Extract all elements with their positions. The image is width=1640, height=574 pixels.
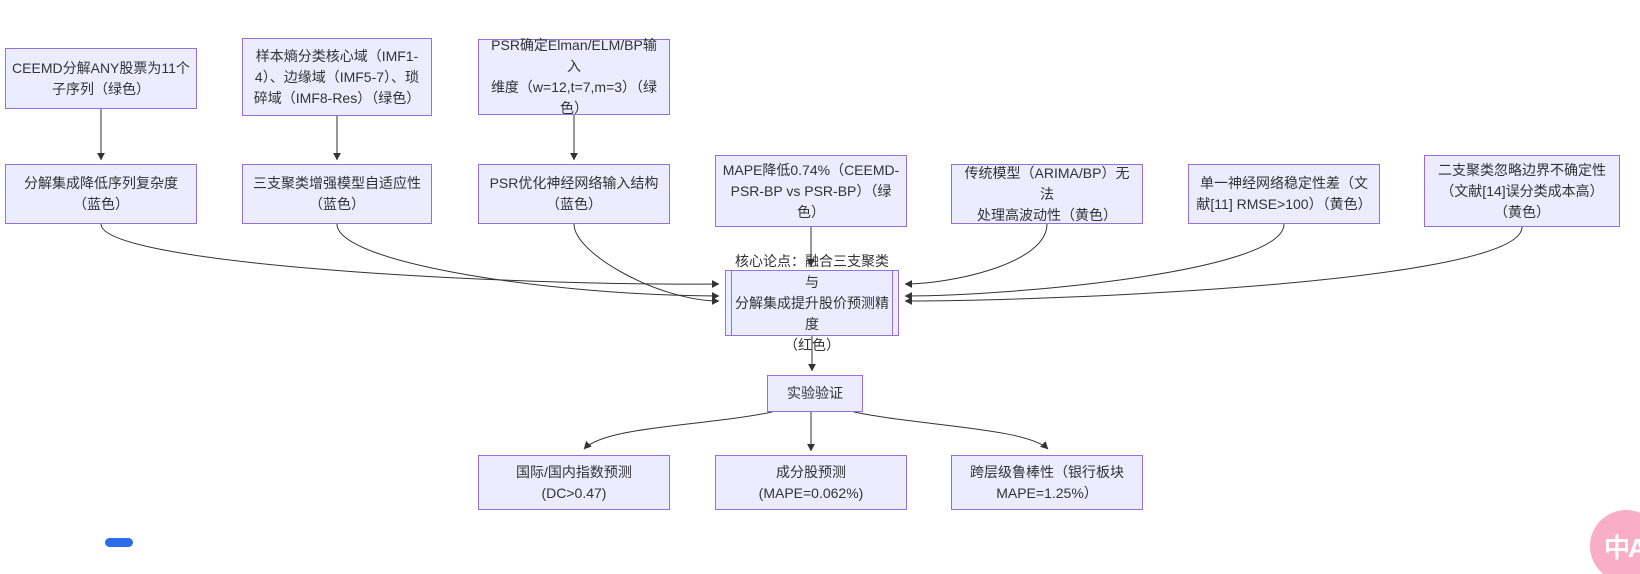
edge-F-CORE: [573, 223, 720, 305]
edge-J-CORE: [904, 226, 1523, 305]
blue-pill-indicator[interactable]: [105, 538, 133, 547]
edge-EXP-M: [853, 411, 1049, 450]
node-core-thesis: 核心论点：融合三支聚类与 分解集成提升股价预测精度 （红色）: [725, 253, 899, 353]
edge-EXP-K: [583, 411, 773, 450]
node-two-way-clustering-limitation: 二支聚类忽略边界不确定性 （文献[14]误分类成本高） （黄色）: [1424, 155, 1620, 227]
edge-D-CORE: [100, 223, 720, 289]
node-cross-level-robustness: 跨层级鲁棒性（银行板块 MAPE=1.25%）: [951, 455, 1143, 510]
node-traditional-model-limitation: 传统模型（ARIMA/BP）无法 处理高波动性（黄色）: [951, 164, 1143, 224]
node-experiment-validation: 实验验证: [767, 375, 863, 412]
node-decomposition-reduces-complexity: 分解集成降低序列复杂度 （蓝色）: [5, 164, 197, 224]
node-sample-entropy-domains: 样本熵分类核心域（IMF1- 4）、边缘域（IMF5-7）、琐 碎域（IMF8-…: [242, 38, 432, 116]
edge-I-CORE: [904, 223, 1285, 300]
node-psr-optimizes-input-structure: PSR优化神经网络输入结构 （蓝色）: [478, 164, 670, 224]
node-psr-input-dimension: PSR确定Elman/ELM/BP输入 维度（w=12,t=7,m=3）（绿 色…: [478, 37, 670, 116]
node-single-nn-instability: 单一神经网络稳定性差（文 献[11] RMSE>100）（黄色）: [1188, 164, 1380, 224]
node-ceemd-decomposition: CEEMD分解ANY股票为11个 子序列（绿色）: [5, 48, 197, 109]
translate-badge-button[interactable]: 中A: [1590, 510, 1640, 574]
node-constituent-stock-prediction: 成分股预测 (MAPE=0.062%): [715, 455, 907, 510]
node-mape-reduction: MAPE降低0.74%（CEEMD- PSR-BP vs PSR-BP）（绿 色…: [715, 155, 907, 227]
edge-H-CORE: [904, 223, 1048, 288]
node-three-way-clustering-adaptivity: 三支聚类增强模型自适应性 （蓝色）: [242, 164, 432, 224]
edge-E-CORE: [336, 223, 720, 300]
node-index-prediction: 国际/国内指数预测 (DC>0.47): [478, 455, 670, 510]
